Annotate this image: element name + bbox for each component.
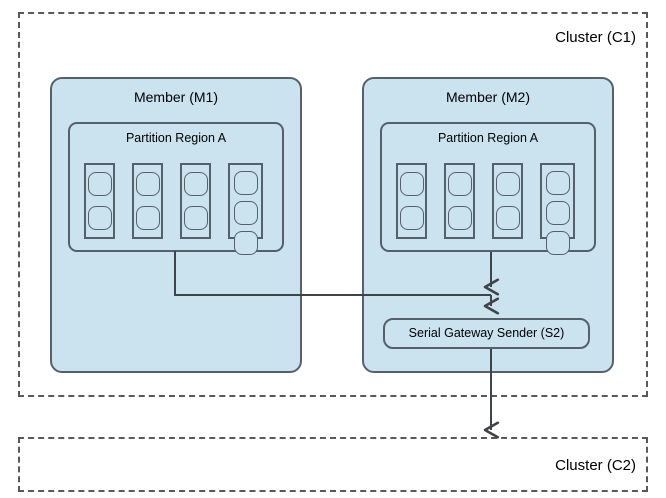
- member-m1-label: Member (M1): [133, 89, 218, 105]
- bucket-entry: [233, 171, 258, 195]
- bucket-column: [84, 163, 115, 239]
- bucket-entry: [233, 231, 258, 255]
- bucket-entry: [135, 172, 160, 196]
- bucket-entry: [183, 172, 208, 196]
- bucket-entry: [135, 206, 160, 230]
- member-m2-label: Member (M2): [445, 89, 530, 105]
- cluster-c1: [18, 12, 648, 397]
- member-m1-region-label: Partition Region A: [125, 131, 227, 145]
- bucket-column: [396, 163, 427, 239]
- bucket-entry: [447, 172, 472, 196]
- member-m2-region-label: Partition Region A: [437, 131, 539, 145]
- serial-gateway-sender-label: Serial Gateway Sender (S2): [408, 326, 565, 341]
- bucket-entry: [495, 172, 520, 196]
- bucket-column: [540, 163, 575, 255]
- bucket-entry: [399, 172, 424, 196]
- bucket-column: [132, 163, 163, 239]
- bucket-column: [228, 163, 263, 255]
- bucket-entry: [545, 231, 570, 255]
- bucket-entry: [399, 206, 424, 230]
- bucket-entry: [183, 206, 208, 230]
- bucket-column: [180, 163, 211, 239]
- cluster-c2-label: Cluster (C2): [555, 457, 636, 474]
- bucket-column: [492, 163, 523, 239]
- bucket-entry: [545, 171, 570, 195]
- bucket-entry: [495, 206, 520, 230]
- bucket-column: [444, 163, 475, 239]
- serial-gateway-sender-s2: Serial Gateway Sender (S2): [383, 318, 590, 349]
- cluster-c1-label: Cluster (C1): [555, 29, 636, 46]
- bucket-entry: [87, 206, 112, 230]
- bucket-entry: [447, 206, 472, 230]
- bucket-entry: [545, 201, 570, 225]
- cluster-c2: [18, 437, 648, 492]
- bucket-entry: [87, 172, 112, 196]
- bucket-entry: [233, 201, 258, 225]
